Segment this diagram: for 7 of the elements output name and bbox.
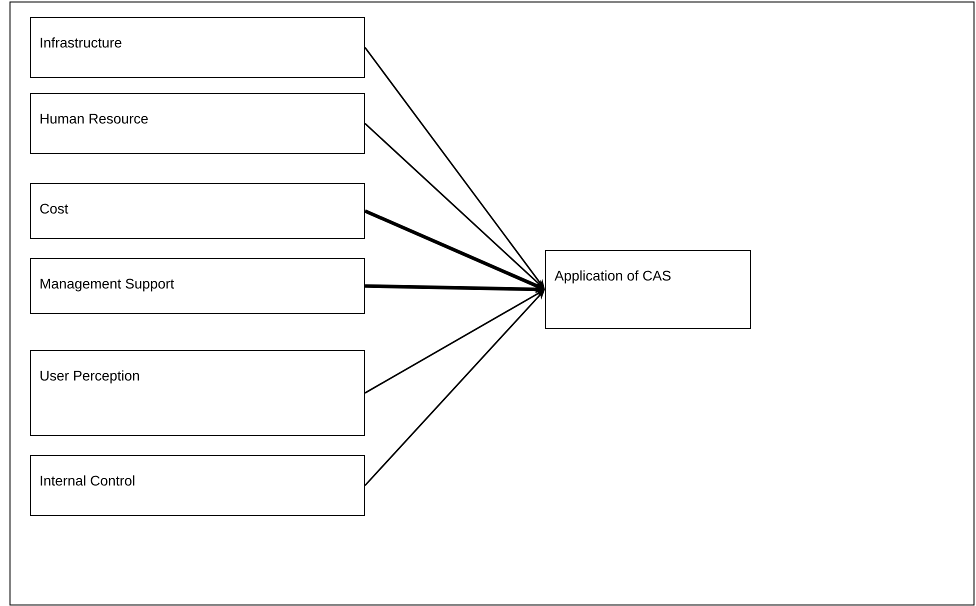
factor-box: Infrastructure — [30, 17, 365, 78]
factor-box: Cost — [30, 183, 365, 239]
factor-box: Management Support — [30, 258, 365, 314]
factor-box: Internal Control — [30, 455, 365, 516]
factor-box: User Perception — [30, 350, 365, 436]
factor-box: Application of CAS — [545, 250, 751, 329]
factor-box: Human Resource — [30, 93, 365, 154]
